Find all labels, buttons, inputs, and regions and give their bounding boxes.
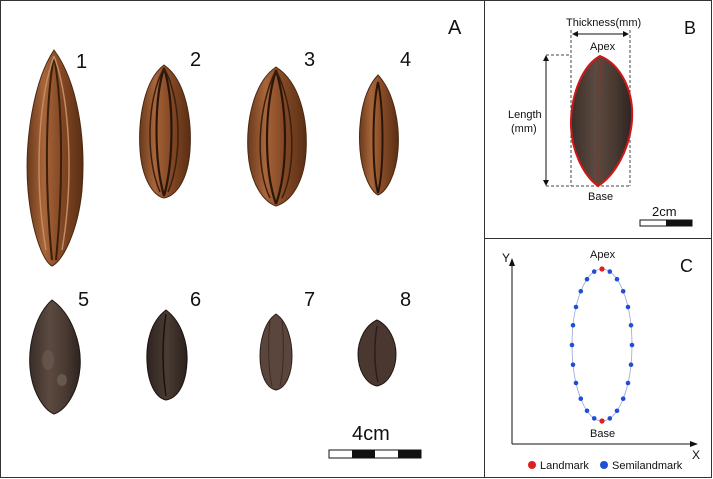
legend: Landmark Semilandmark <box>528 460 683 472</box>
seed-number-8: 8 <box>400 289 411 311</box>
landmark-point <box>599 418 605 424</box>
semilandmark-point <box>620 396 626 402</box>
panel-a-letter: A <box>448 17 462 39</box>
panel-b-letter: B <box>684 18 696 38</box>
landmark-outline <box>569 266 635 424</box>
semilandmark-point <box>591 269 597 274</box>
axes <box>509 258 698 447</box>
panel-c-frame <box>484 238 712 478</box>
length-label: Length <box>508 109 542 121</box>
semilandmark-point <box>591 416 597 421</box>
semilandmark-point <box>578 396 584 402</box>
panel-c-letter: C <box>680 256 693 276</box>
panel-b-scale-bar <box>639 219 693 227</box>
seed-number-4: 4 <box>400 49 411 71</box>
panel-b-base-label: Base <box>588 191 613 203</box>
semilandmark-point <box>614 408 620 414</box>
seed-number-2: 2 <box>190 49 201 71</box>
panel-c-apex-label: Apex <box>590 249 616 261</box>
semilandmark-point <box>625 304 631 310</box>
semilandmark-point <box>573 304 579 310</box>
seed-number-3: 3 <box>304 49 315 71</box>
seed-7 <box>259 313 293 391</box>
seed-1 <box>26 49 84 267</box>
seed-6 <box>146 309 188 401</box>
semilandmark-point <box>569 342 575 348</box>
panel-a-scale-label: 4cm <box>352 423 390 445</box>
panel-a-frame <box>0 0 485 478</box>
semilandmark-point <box>584 276 590 282</box>
panel-c-base-label: Base <box>590 428 615 440</box>
seed-2 <box>139 64 191 199</box>
panel-a-scale-bar <box>328 449 422 459</box>
panel-b-apex-label: Apex <box>590 41 616 53</box>
length-arrow <box>543 55 549 186</box>
seed-number-1: 1 <box>76 51 87 73</box>
semilandmark-point <box>614 276 620 282</box>
y-axis-label: Y <box>502 251 510 265</box>
semilandmark-legend-label: Semilandmark <box>612 460 683 472</box>
seed-number-7: 7 <box>304 289 315 311</box>
landmark-point <box>599 266 605 272</box>
semilandmark-point <box>607 416 613 421</box>
semilandmark-point <box>570 323 576 328</box>
panel-b-scale-label: 2cm <box>652 204 677 219</box>
semilandmark-point <box>607 269 613 274</box>
seed-number-5: 5 <box>78 289 89 311</box>
thickness-label: Thickness(mm) <box>566 17 641 29</box>
seed-5 <box>29 299 81 415</box>
outlined-seed <box>569 54 634 188</box>
seed-3 <box>247 66 307 207</box>
semilandmark-point <box>584 408 590 414</box>
semilandmark-point <box>620 289 626 294</box>
landmark-legend-label: Landmark <box>540 460 589 472</box>
semilandmark-point <box>629 342 635 348</box>
semilandmark-point <box>573 380 579 386</box>
seed-8 <box>357 319 397 387</box>
seed-number-6: 6 <box>190 289 201 311</box>
semilandmark-legend-marker <box>600 461 608 469</box>
semilandmark-point <box>570 362 576 368</box>
semilandmark-point <box>628 323 634 328</box>
landmark-legend-marker <box>528 461 536 469</box>
length-unit-label: (mm) <box>511 123 537 135</box>
thickness-arrow <box>572 31 629 37</box>
semilandmark-point <box>628 362 634 368</box>
seed-4 <box>359 74 399 196</box>
semilandmark-point <box>625 380 631 386</box>
semilandmark-point <box>578 289 584 294</box>
x-axis-label: X <box>692 448 700 462</box>
